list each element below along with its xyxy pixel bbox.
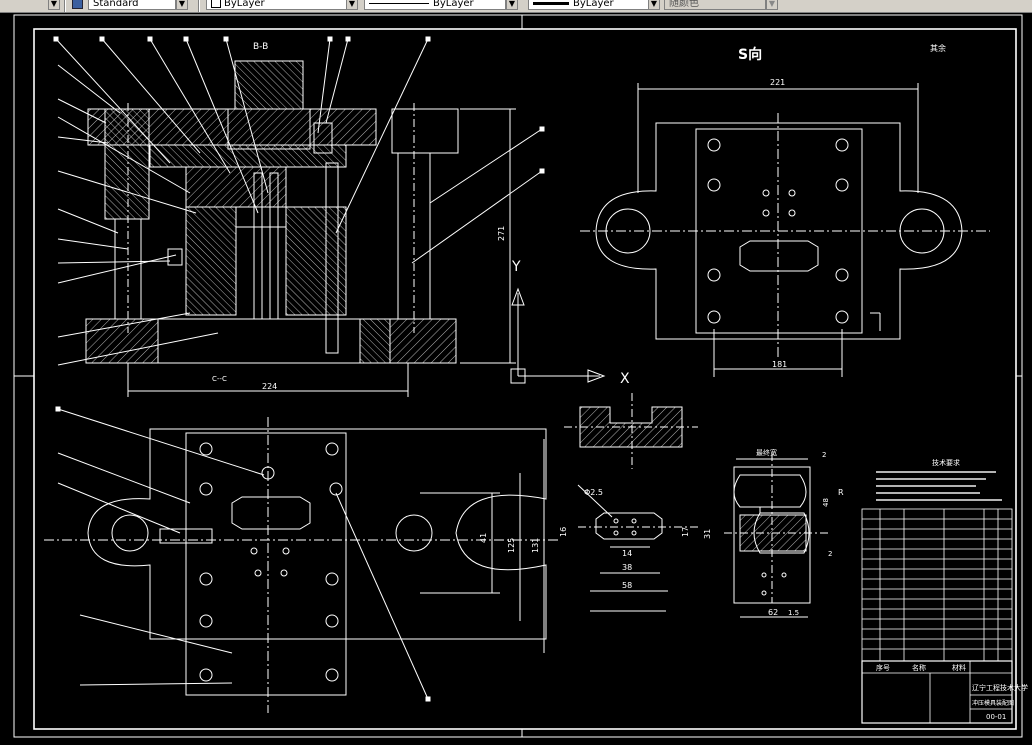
lower-base-right <box>389 318 457 364</box>
die-left <box>185 206 237 316</box>
base-insert <box>359 318 391 364</box>
chevron-down-icon[interactable]: ▼ <box>506 0 518 10</box>
spring-screw <box>313 122 333 154</box>
die-right <box>285 206 347 316</box>
technical-notes: 技术要求 <box>876 458 1002 501</box>
die-cavity-s <box>739 240 819 272</box>
base-outline-s <box>595 122 963 340</box>
plan-view-cc: 41 125 131 <box>44 406 560 713</box>
color-select-label: ByLayer <box>224 0 265 9</box>
chevron-down-icon[interactable]: ▼ <box>346 0 358 10</box>
backing-plate <box>149 144 347 168</box>
blank-dim-w1: 14 <box>622 549 632 558</box>
school-name: 辽宁工程技术大学 <box>972 683 1028 692</box>
guide-bush-right-top <box>391 108 459 154</box>
cad-drawing[interactable]: B-B 224 C--C <box>0 13 1032 741</box>
part-dim-w2: 1.5 <box>788 609 799 617</box>
dim-right-sub: 181 <box>772 360 787 369</box>
stop-pin-block <box>167 248 183 266</box>
color-swatch-icon <box>211 0 221 8</box>
lug-hole-right-c <box>395 514 433 552</box>
part-view: 最终宽 2 48 R 2 62 1.5 <box>724 448 844 618</box>
blank-dim-h3: 31 <box>703 529 712 539</box>
punch-holder <box>227 108 311 150</box>
section-cc-label: C--C <box>212 375 227 383</box>
guide-bush-left <box>104 108 150 220</box>
view-s-label: S向 <box>738 46 762 63</box>
section-detail-x <box>564 393 698 469</box>
lineweight-select[interactable]: ByLayer <box>528 0 650 10</box>
dim-right-width: 221 <box>770 78 785 87</box>
ucs-icon: Y X <box>510 259 630 387</box>
pilot-pin <box>325 162 339 354</box>
s-direction-view: S向 其余 221 181 <box>580 43 990 377</box>
chevron-down-icon[interactable]: ▼ <box>648 0 660 10</box>
strip-slot <box>231 496 311 530</box>
col-seq: 序号 <box>876 663 890 672</box>
chevron-down-icon[interactable]: ▼ <box>176 0 188 10</box>
title-block: 序号 名称 材料 辽宁工程技术大学 冲压模具装配图 00-01 <box>861 508 1028 724</box>
lower-base-mid <box>157 318 391 364</box>
dim-base-h2: 125 <box>507 538 516 553</box>
die-plate-c <box>185 432 347 696</box>
text-style-select[interactable]: Standard <box>88 0 176 10</box>
dim-top-height: 271 <box>497 226 506 241</box>
drawing-number: 00-01 <box>986 713 1006 721</box>
linetype-select[interactable]: ByLayer <box>364 0 506 10</box>
axis-x-label: X <box>620 371 630 387</box>
blank-dim-d: Φ2.5 <box>584 488 603 497</box>
blank-dim-h2: 17 <box>681 527 690 537</box>
blank-view: Φ2.5 14 38 58 16 17 31 <box>559 484 712 612</box>
drawing-name: 冲压模具装配图 <box>972 699 1014 707</box>
section-bb-view: B-B 224 C--C <box>53 36 545 397</box>
axis-y-label: Y <box>511 259 521 275</box>
notes-title: 技术要求 <box>932 458 960 467</box>
lineweight-preview-icon <box>533 1 569 5</box>
blank-dim-w3: 58 <box>622 581 632 590</box>
base-outline-c <box>87 428 547 640</box>
blank-dim-w2: 38 <box>622 563 632 572</box>
toolbar-separator <box>64 0 66 12</box>
plot-style-select[interactable]: 随颜色 <box>664 0 766 10</box>
lower-base-left <box>85 318 159 364</box>
part-dim-r2: 48 <box>822 498 830 507</box>
part-profile <box>733 474 810 554</box>
title-box <box>861 660 1013 724</box>
toolbar-separator <box>198 0 200 12</box>
linetype-preview-icon <box>369 2 429 4</box>
properties-toolbar: ▼ Standard ▼ ByLayer ▼ ByLayer ▼ ByLayer… <box>0 0 1032 13</box>
text-style-icon[interactable] <box>72 0 83 9</box>
col-material: 材料 <box>952 663 966 672</box>
section-bb-label: B-B <box>253 42 268 52</box>
leader-dot <box>53 36 59 42</box>
blank-dim-h1: 16 <box>559 527 568 537</box>
part-dim-w1: 62 <box>768 608 778 617</box>
dim-bottom-width: 224 <box>262 382 277 391</box>
color-select[interactable]: ByLayer <box>206 0 348 10</box>
drawing-canvas[interactable]: B-B 224 C--C <box>0 13 1032 741</box>
col-name: 名称 <box>912 663 926 672</box>
roughness-note: 其余 <box>930 43 946 53</box>
dropdown-arrow-icon[interactable]: ▼ <box>48 0 60 10</box>
dim-base-h1: 41 <box>479 533 488 543</box>
part-dim-r3: 2 <box>822 451 826 459</box>
stopper-block <box>159 528 213 544</box>
upper-plate-right <box>309 108 377 146</box>
part-top-dim: 最终宽 <box>756 448 777 457</box>
linetype-select-label: ByLayer <box>433 0 474 9</box>
punch-head <box>234 60 304 110</box>
stripper-plate <box>185 166 287 208</box>
part-dim-r4: 2 <box>828 550 832 558</box>
chevron-down-icon[interactable]: ▼ <box>766 0 778 10</box>
dim-base-h3: 131 <box>531 538 540 553</box>
die-cavity <box>235 206 287 228</box>
lineweight-select-label: ByLayer <box>573 0 614 9</box>
lug-hole-left-c <box>111 514 149 552</box>
blank-profile <box>595 512 663 540</box>
inner-frame <box>33 28 1017 730</box>
part-dim-r1: R <box>838 488 844 497</box>
bom-table <box>861 508 1013 662</box>
